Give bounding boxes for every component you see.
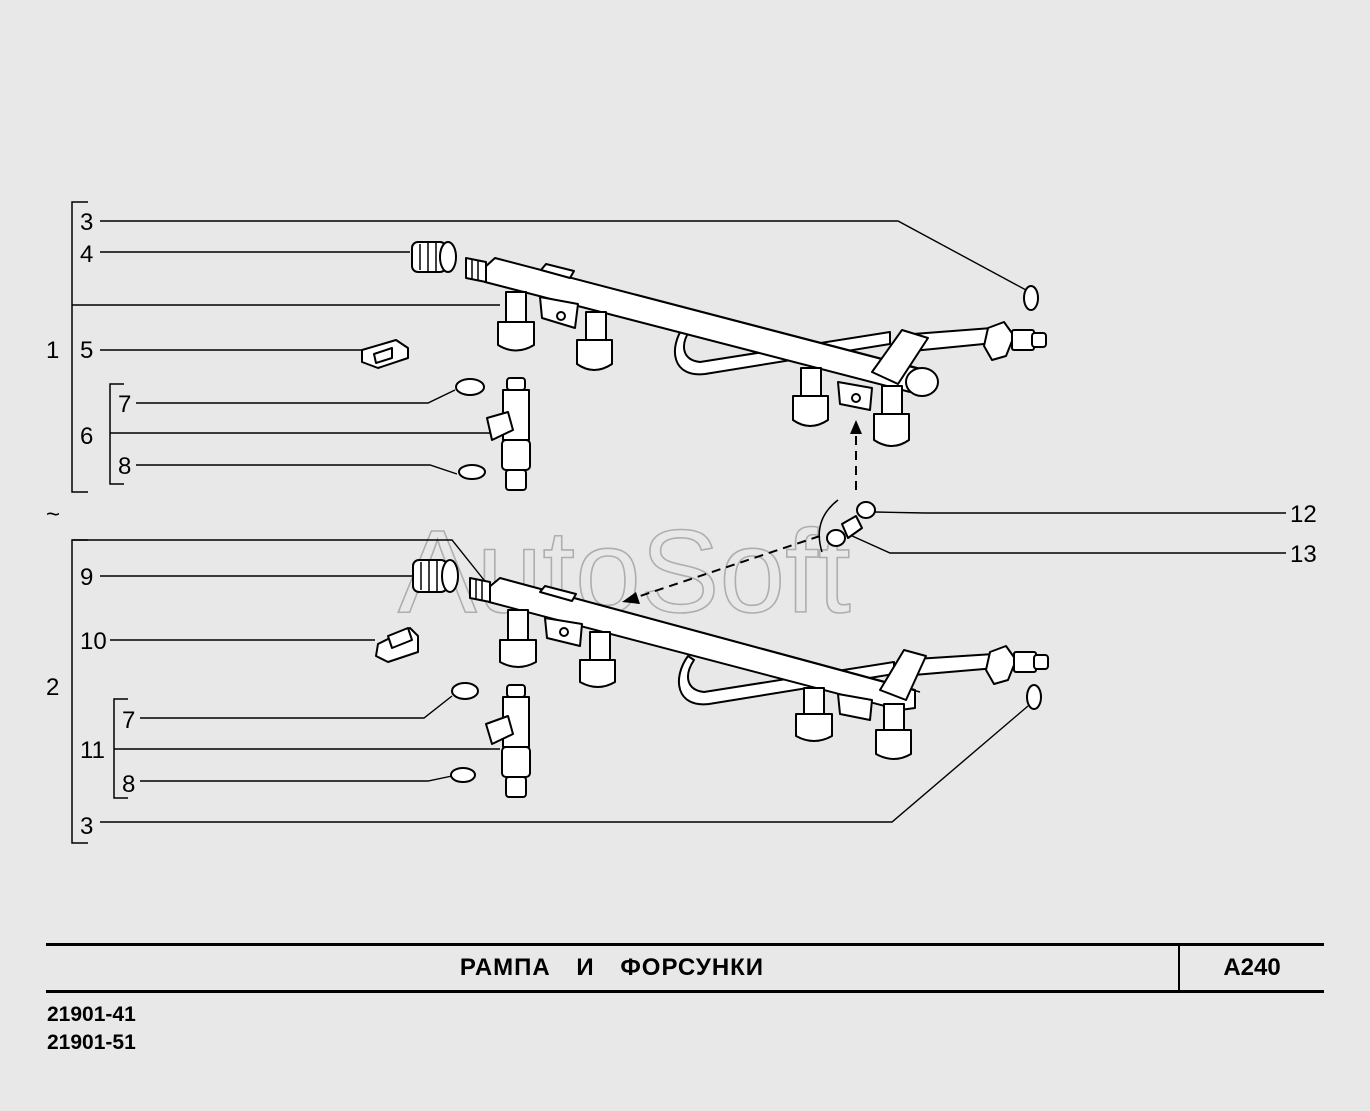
protective-cap-9 [412,559,459,593]
injector-cup [792,367,829,427]
leader-7-top [136,389,456,404]
injector-6 [486,377,531,491]
injector-cup [499,609,537,668]
callout-8-bottom: 8 [122,771,135,798]
seal-ring-8-top [458,464,486,480]
seal-ring-3-bottom [1026,684,1042,710]
callout-3-bottom: 3 [80,813,93,840]
leader-3-bottom [100,705,1029,823]
callout-12: 12 [1290,501,1317,528]
model-number: 21901-51 [47,1031,136,1054]
injector-cup [579,631,616,688]
bolt-13 [826,515,863,547]
title-block: РАМПА И ФОРСУНКИ A240 [46,943,1324,993]
leader-8-bottom [140,775,453,782]
seal-ring-7-bottom [451,682,479,700]
assembly-arrow-up-head [850,420,862,434]
fastener-group-arc [818,499,839,553]
callout-4: 4 [80,241,93,268]
injector-cup [873,385,910,447]
assembly-separator: ~ [46,501,60,528]
callout-7-top: 7 [118,391,131,418]
callout-6: 6 [80,423,93,450]
fuel-rail-lower [469,577,1049,760]
assembly-arrow-left-head [622,592,640,604]
callout-11: 11 [80,737,105,764]
clip-5 [361,339,409,369]
injector-cup [875,703,912,760]
inlet-fitting-lower [985,645,1049,685]
injector-cup [576,311,613,371]
model-number: 21901-41 [47,1003,136,1026]
injector-cup [795,687,833,742]
bracket-assembly-1 [71,201,88,493]
protective-cap-4 [411,241,457,273]
assembly-arrow-left [633,535,821,599]
injector-cup [497,291,535,352]
callout-3-top: 3 [80,209,93,236]
callout-5: 5 [80,337,93,364]
leader-assembly-2 [72,539,493,591]
callout-13: 13 [1290,541,1317,568]
callout-8-top: 8 [118,453,131,480]
seal-ring-7-top [455,378,485,396]
injector-11 [485,684,531,798]
clip-10 [375,627,419,663]
leader-13 [849,534,1286,554]
page-code: A240 [1223,954,1281,981]
leader-8-top [136,464,458,475]
inlet-fitting-upper [983,321,1047,361]
callout-9: 9 [80,564,93,591]
washer-12 [856,501,876,519]
callout-10: 10 [80,628,107,655]
leader-12 [874,511,1286,514]
page-title: РАМПА И ФОРСУНКИ [46,946,1180,990]
leader-3-top [100,220,1027,291]
callout-7-bottom: 7 [122,707,135,734]
seal-ring-8-bottom [450,767,476,783]
bracket-injector-6 [109,383,124,485]
parts-diagram: AutoSoft 3 4 1 5 7 6 8 ~ 12 13 9 10 2 7 … [46,201,1317,844]
leader-7-bottom [140,695,453,719]
callout-1: 1 [46,337,59,364]
seal-ring-3-top [1023,285,1039,311]
callout-2: 2 [46,674,59,701]
fuel-rail-upper [465,257,1047,447]
